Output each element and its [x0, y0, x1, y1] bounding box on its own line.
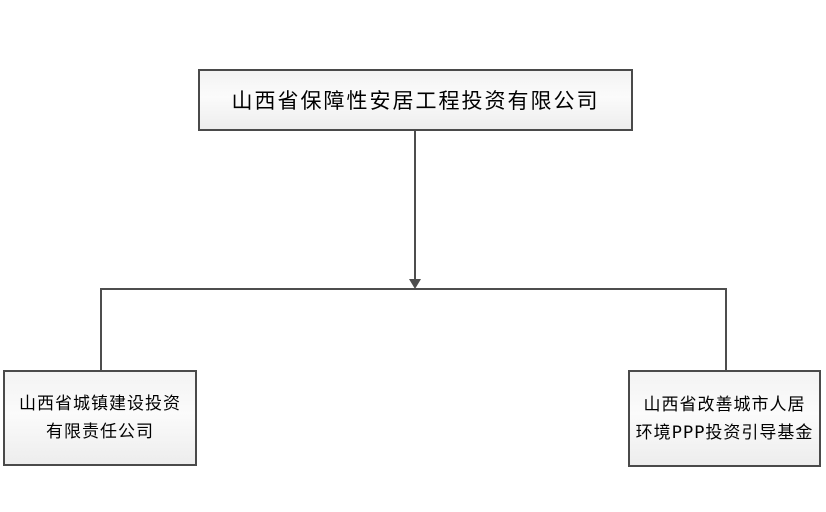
connector-horizontal: [100, 288, 727, 290]
arrow-down-icon: [409, 279, 421, 289]
org-node-child-right: 山西省改善城市人居 环境PPP投资引导基金: [628, 370, 821, 467]
org-node-root: 山西省保障性安居工程投资有限公司: [198, 69, 633, 131]
org-node-child-left-label-line1: 山西省城镇建设投资: [19, 394, 181, 414]
org-node-root-label: 山西省保障性安居工程投资有限公司: [231, 89, 600, 113]
org-node-child-left-label-line2: 有限责任公司: [46, 422, 154, 442]
connector-root-vertical: [414, 131, 416, 282]
connector-right-vertical: [725, 288, 727, 370]
org-node-child-left: 山西省城镇建设投资 有限责任公司: [3, 370, 197, 466]
connector-left-vertical: [100, 288, 102, 370]
org-node-child-right-label-line1: 山西省改善城市人居: [643, 394, 806, 415]
org-node-child-right-label-line2: 环境PPP投资引导基金: [635, 422, 814, 443]
